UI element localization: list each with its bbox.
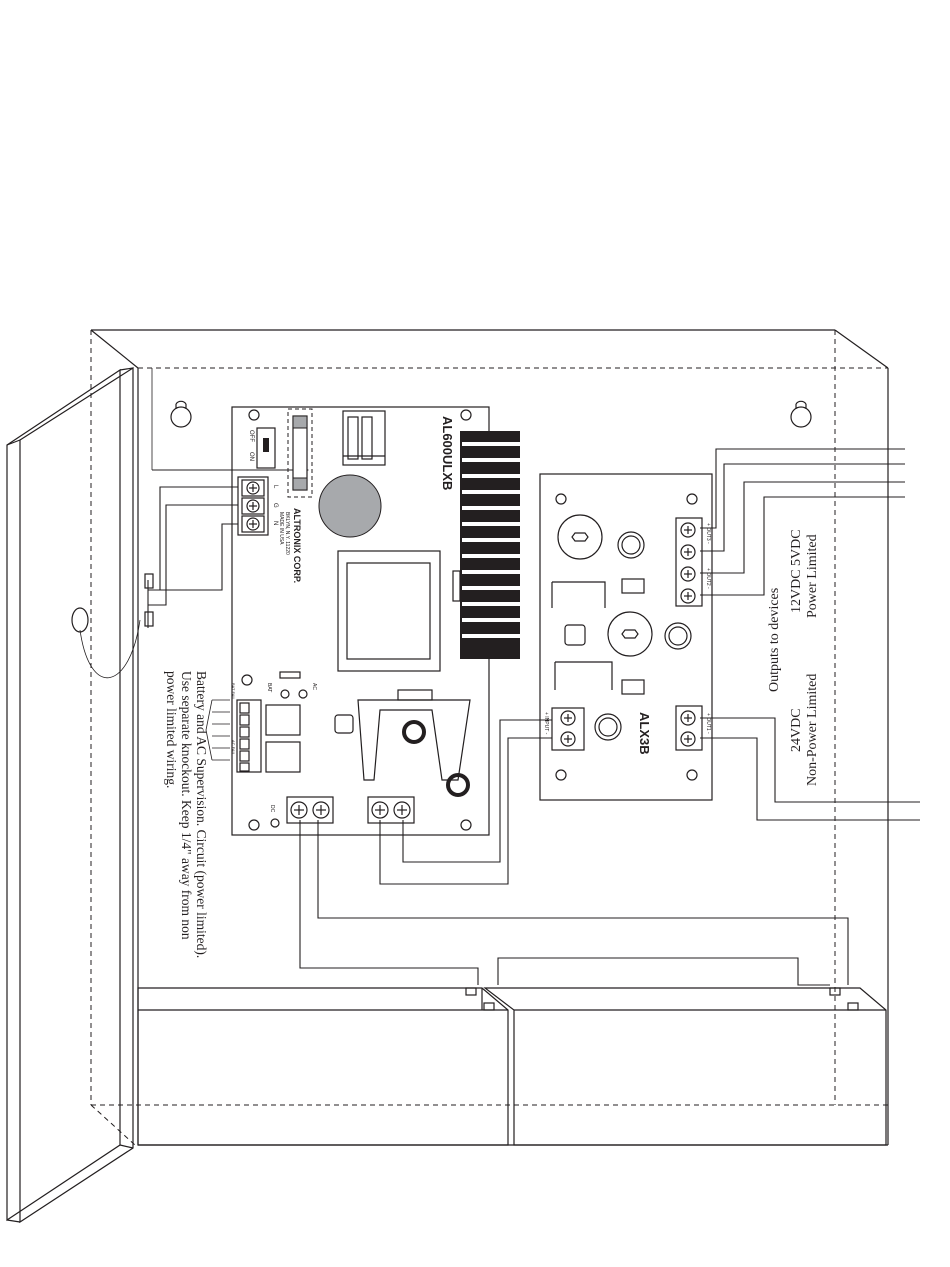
- bat-led: [280, 689, 290, 699]
- bat-led-label: BAT: [266, 683, 272, 692]
- sub-board: ALX3B + INPUT - + OUT3 - + OUT2 -: [539, 473, 713, 801]
- capacitor-disc: [318, 474, 382, 538]
- non-power-limited-label: Non-Power Limited: [805, 674, 820, 786]
- out1-label: + OUT1 -: [705, 713, 711, 734]
- wiring: [147, 448, 920, 986]
- relay-ac: [265, 741, 301, 773]
- main-board-model: AL600ULXB: [440, 416, 455, 490]
- switch-on-label: ON: [248, 452, 254, 461]
- voltage-pot[interactable]: [241, 674, 253, 686]
- supervision-note-line-3: power limited wiring.: [164, 671, 179, 788]
- non-power-limited-voltage: 24VDC: [789, 708, 804, 752]
- relay-bat: [265, 704, 301, 736]
- battery-terminal-block[interactable]: [286, 796, 334, 824]
- alx3b-input-terminal[interactable]: + INPUT -: [543, 707, 585, 751]
- address-line-2: MADE IN USA: [278, 512, 284, 545]
- ac-terminal-block[interactable]: L G N: [237, 476, 278, 536]
- heatsink: [452, 431, 520, 659]
- transformer: [337, 550, 441, 672]
- alx3b-out1-terminal[interactable]: + OUT1 -: [675, 705, 711, 751]
- alx3b-out3-out2-terminal[interactable]: + OUT3 - + OUT2 -: [675, 517, 711, 607]
- keyhole-right: [790, 400, 812, 428]
- ac-terminal-g: G: [272, 503, 278, 508]
- input-label: + INPUT -: [543, 712, 549, 735]
- fuse: [287, 408, 313, 498]
- supervision-note-line-1: Battery and AC Supervision. Circuit (pow…: [194, 671, 209, 958]
- ac-led-label: AC: [311, 683, 317, 690]
- outputs-note: Outputs to devices 12VDC 5VDC Power Limi…: [767, 529, 820, 786]
- supervision-note-line-2: Use separate knockout. Keep 1/4" away fr…: [179, 671, 194, 940]
- out2-label: + OUT2 -: [705, 568, 711, 589]
- ac-fail-label: AC FAIL: [231, 740, 236, 756]
- main-board: AL600ULXB OFF ON ALTRONIX CORP. BKLYN, N…: [205, 406, 520, 836]
- enclosure-door: [6, 366, 154, 1224]
- battery-right: [483, 987, 887, 1146]
- out3-label: + OUT3 -: [705, 523, 711, 544]
- top-connector: [342, 410, 386, 466]
- ac-terminal-n: N: [272, 521, 278, 525]
- keyhole-left: [170, 400, 192, 428]
- dc-label: DC: [269, 805, 275, 813]
- address-line-1: BKLYN, N.Y. 11220: [284, 512, 290, 555]
- ac-led: [298, 689, 308, 699]
- outputs-title: Outputs to devices: [767, 588, 782, 692]
- battery-bracket: [357, 689, 471, 797]
- power-limited-voltages: 12VDC 5VDC: [789, 529, 804, 613]
- ul-logo-small-icon: [564, 624, 586, 646]
- power-limited-label: Power Limited: [805, 534, 820, 618]
- dc-output-terminal-block[interactable]: [367, 796, 415, 824]
- batt-fail-label: BAT FAIL: [231, 683, 236, 701]
- brand-label: ALTRONIX CORP.: [292, 508, 302, 583]
- supervision-note: Battery and AC Supervision. Circuit (pow…: [164, 671, 209, 958]
- battery-left: [137, 987, 509, 1146]
- ul-logo-icon: [334, 714, 354, 734]
- ac-terminal-l: L: [272, 485, 278, 489]
- sub-board-model: ALX3B: [637, 712, 652, 755]
- switch-off-label: OFF: [248, 430, 254, 442]
- supervision-terminal-strip[interactable]: BAT FAIL AC FAIL: [231, 683, 262, 773]
- voltage-switch[interactable]: OFF ON: [248, 427, 276, 469]
